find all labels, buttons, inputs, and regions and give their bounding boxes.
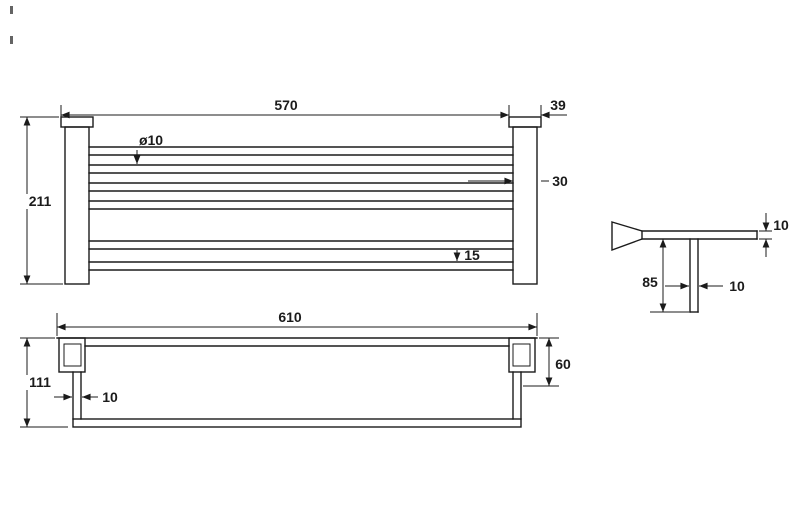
lower-towel-bar <box>72 418 522 428</box>
left-post-cap <box>60 116 94 128</box>
left-post <box>64 126 90 285</box>
dim-post-depth: 30 <box>552 173 568 189</box>
right-post <box>512 126 538 285</box>
bottom-view: 610 111 10 60 <box>20 309 571 428</box>
left-bracket-detail <box>63 343 82 367</box>
front-dimensions: 570 39 211 ø10 30 15 <box>20 97 568 285</box>
dim-drop-height: 60 <box>555 356 571 372</box>
right-bracket <box>508 337 536 373</box>
dim-front-overall-height: 211 <box>29 193 52 209</box>
dim-rail-gap: 15 <box>464 247 480 263</box>
dim-bottom-overall-height: 111 <box>29 374 51 390</box>
side-view: 10 85 10 <box>611 213 789 313</box>
right-post-cap <box>508 116 542 128</box>
dim-bar-thickness: 10 <box>729 278 745 294</box>
dim-drop-length: 85 <box>642 274 658 290</box>
wall-mount <box>611 221 643 252</box>
stray-marks <box>10 6 13 44</box>
dim-bar-diameter: 10 <box>102 389 118 405</box>
shelf-rails <box>88 146 514 210</box>
towel-bars <box>88 240 514 271</box>
dim-front-overall-width: 570 <box>274 97 298 113</box>
bottom-dimensions: 610 111 10 60 <box>20 309 571 428</box>
dim-rail-diameter: ø10 <box>139 132 163 148</box>
dim-end-post-width: 39 <box>550 97 566 113</box>
right-bracket-detail <box>512 343 531 367</box>
dim-bottom-overall-width: 610 <box>278 309 302 325</box>
side-dimensions: 10 85 10 <box>642 213 789 313</box>
left-bracket <box>58 337 86 373</box>
front-view: 570 39 211 ø10 30 15 <box>20 97 568 285</box>
dim-arm-thickness: 10 <box>773 217 789 233</box>
